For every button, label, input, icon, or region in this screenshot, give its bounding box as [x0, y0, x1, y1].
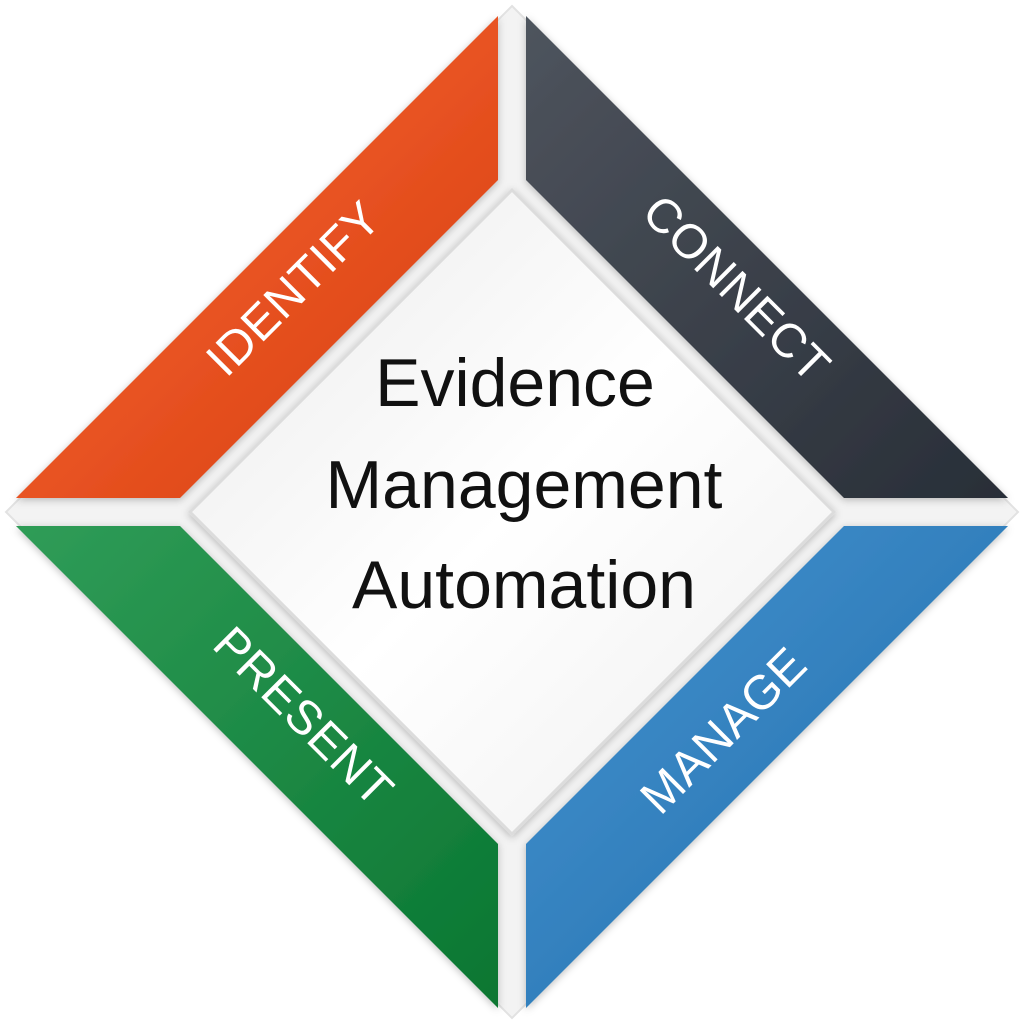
center-title-line-1: Evidence: [375, 345, 655, 421]
segment-manage: [526, 526, 1008, 1008]
center-title-line-3: Automation: [352, 547, 696, 623]
segment-connect: [526, 16, 1008, 498]
center-diamond: [187, 187, 837, 837]
segment-present: [16, 526, 498, 1008]
segment-manage-sheen: [526, 526, 1008, 1008]
center-title-line-2: Management: [326, 447, 723, 523]
segment-connect-sheen: [526, 16, 1008, 498]
segment-identify: [16, 16, 498, 498]
segment-present-sheen: [16, 526, 498, 1008]
segment-identify-sheen: [16, 16, 498, 498]
